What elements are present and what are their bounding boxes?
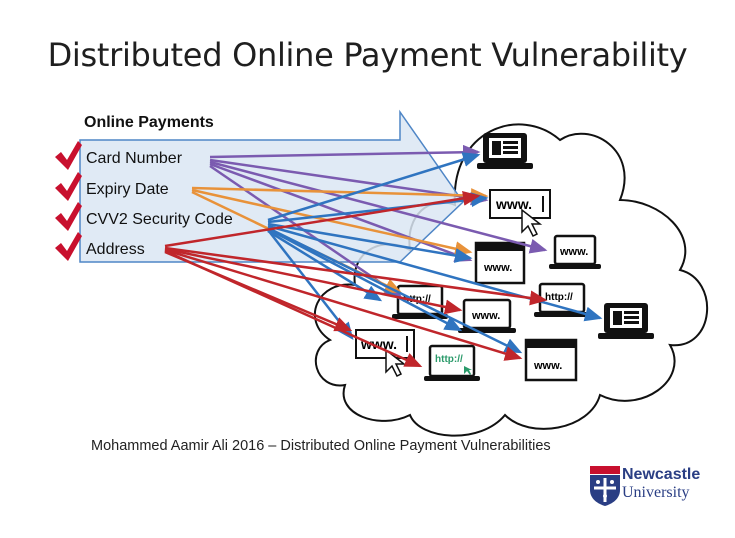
university-crest-icon bbox=[590, 466, 620, 506]
monitor-www-icon: www. bbox=[474, 241, 526, 285]
laptop-icon bbox=[477, 133, 533, 169]
http-label: http:// bbox=[545, 292, 573, 303]
checkmark-icon bbox=[55, 141, 82, 170]
www-label: www. bbox=[559, 246, 588, 258]
address-arrows bbox=[164, 190, 548, 368]
card-number-arrows bbox=[209, 144, 548, 298]
checkmark-icon bbox=[55, 232, 82, 261]
http-label: http:// bbox=[435, 354, 463, 365]
panel-heading: Online Payments bbox=[84, 114, 214, 131]
monitor-www-icon: www. bbox=[524, 338, 578, 382]
cursor-icon bbox=[385, 348, 407, 378]
item-cvv2: CVV2 Security Code bbox=[86, 211, 233, 228]
item-card-number: Card Number bbox=[86, 150, 183, 167]
browser-window-icon: www. bbox=[489, 189, 551, 219]
logo-line1: Newcastle bbox=[622, 466, 701, 483]
slide-title: Distributed Online Payment Vulnerability bbox=[47, 36, 688, 74]
item-address: Address bbox=[86, 241, 145, 258]
cursor-icon bbox=[521, 208, 543, 238]
www-label: www. bbox=[533, 360, 562, 372]
checkmark-icon bbox=[55, 202, 82, 231]
laptop-www-icon: www. bbox=[549, 234, 601, 269]
http-label: http:// bbox=[403, 294, 431, 305]
checkmark-icon bbox=[55, 172, 82, 201]
laptop-icon bbox=[598, 303, 654, 339]
logo-line2: University bbox=[622, 484, 690, 501]
www-label: www. bbox=[471, 310, 500, 322]
www-label: www. bbox=[495, 196, 532, 212]
browser-window-icon: www. bbox=[355, 329, 415, 359]
laptop-www-icon: www. bbox=[458, 298, 516, 333]
laptop-http-icon: http:// bbox=[424, 344, 480, 381]
www-label: www. bbox=[360, 336, 397, 352]
www-label: www. bbox=[483, 262, 512, 274]
item-expiry-date: Expiry Date bbox=[86, 181, 169, 198]
newcastle-university-logo: Newcastle University bbox=[590, 466, 710, 510]
slide-caption: Mohammed Aamir Ali 2016 – Distributed On… bbox=[91, 438, 551, 454]
